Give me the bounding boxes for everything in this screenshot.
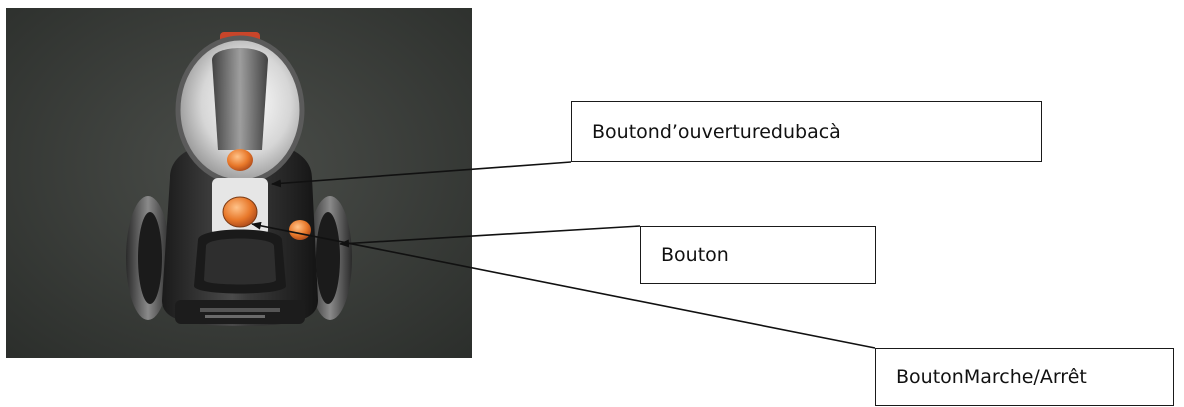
label-button-text: Bouton <box>661 244 729 266</box>
label-bin-release: Boutond’ouverturedubacà <box>571 101 1042 162</box>
label-power: BoutonMarche/Arrêt <box>875 348 1174 406</box>
bin-release-button <box>227 149 253 171</box>
center-button <box>223 197 257 227</box>
label-power-text: BoutonMarche/Arrêt <box>896 366 1087 388</box>
label-bin-release-text: Boutond’ouverturedubacà <box>592 120 841 143</box>
left-wheel <box>126 196 170 320</box>
vacuum-cleaner-photo <box>0 0 480 364</box>
power-button <box>289 220 311 240</box>
label-button: Bouton <box>640 226 876 284</box>
